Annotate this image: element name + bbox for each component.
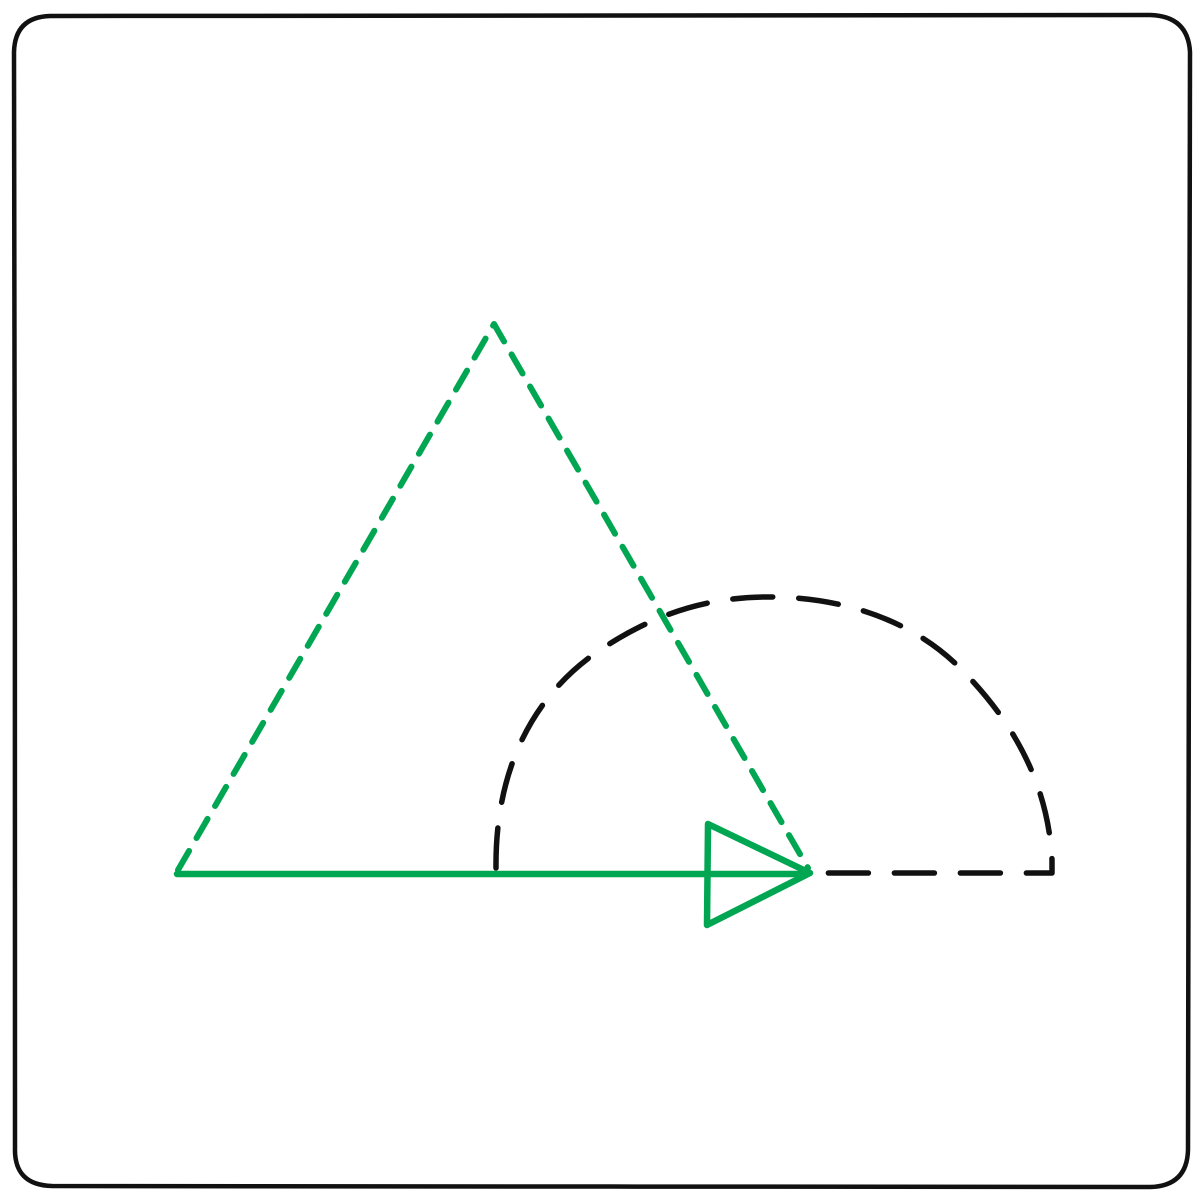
frame-border: [11, 12, 1193, 1190]
dashed-triangle: [175, 321, 811, 873]
arrow-head: [703, 820, 814, 929]
dashed-semicircle: [493, 594, 1055, 876]
